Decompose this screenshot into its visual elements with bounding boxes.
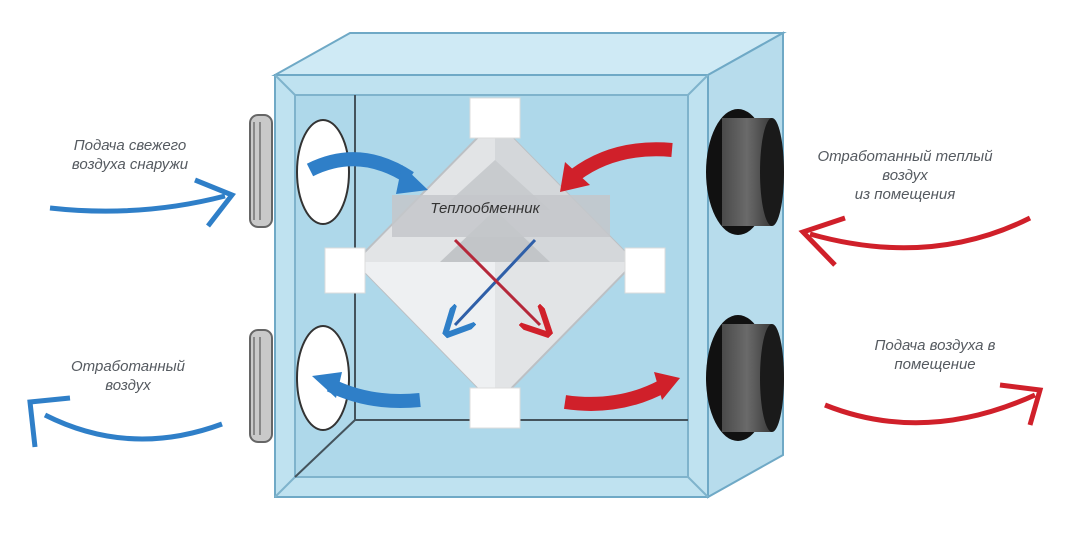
housing-top-face: [271, 32, 787, 76]
corner-block-left: [324, 247, 366, 294]
label-supply-to-room: Подача воздуха в помещение: [835, 336, 1035, 374]
warm-exhaust-outside-arrow: [809, 215, 1032, 251]
corner-block-bottom: [469, 387, 521, 429]
corner-block-right: [624, 247, 666, 294]
label-line: Подача свежего: [73, 137, 187, 154]
fresh-air-outside-arrow: [49, 193, 226, 214]
internal-flows: [306, 142, 680, 411]
fresh-air-internal-arrow: [306, 152, 414, 184]
label-line: воздуха снаружи: [71, 156, 189, 173]
label-line: воздух: [105, 377, 151, 394]
label-line: Отработанный: [70, 358, 186, 375]
corner-block-top: [469, 97, 521, 139]
label-line: из помещения: [854, 186, 956, 203]
supply-internal-arrow: [563, 378, 669, 411]
label-line: Отработанный теплый: [817, 148, 993, 165]
label-line: воздух: [882, 167, 928, 184]
exhaust-outside-arrow: [43, 412, 223, 442]
fresh-air-port-opening: [296, 119, 350, 225]
heat-exchanger: [324, 97, 666, 429]
exchanger-label-panel: [392, 195, 610, 237]
label-fresh-air-in: Подача свежего воздуха снаружи: [30, 136, 230, 174]
label-warm-exhaust-in: Отработанный теплый воздух из помещения: [800, 147, 1010, 204]
label-line: помещение: [894, 356, 976, 373]
heat-exchanger-label: Теплообменник: [430, 200, 540, 217]
warm-exhaust-internal-arrow: [570, 142, 673, 181]
supply-outside-arrow: [824, 392, 1037, 426]
label-exhaust-out: Отработанный воздух: [38, 357, 218, 395]
label-line: Подача воздуха в: [874, 337, 996, 354]
warm-cross-arrow: [453, 238, 540, 325]
external-flows: [27, 177, 1044, 448]
cold-cross-arrow: [455, 238, 537, 325]
right-pipes: [706, 109, 784, 441]
